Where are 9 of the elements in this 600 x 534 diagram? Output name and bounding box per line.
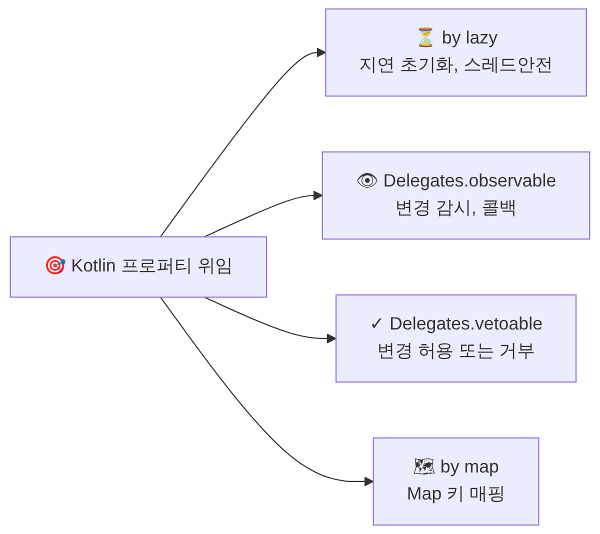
node-box: 🗺 by map Map 키 매핑 [372, 437, 540, 526]
node-box: ✓ Delegates.vetoable 변경 허용 또는 거부 [335, 294, 577, 383]
arrow [160, 296, 374, 486]
node-box: 👁 Delegates.observable 변경 감시, 콜백 [322, 151, 590, 240]
node-box: 🎯 Kotlin 프로퍼티 위임 [10, 236, 268, 298]
node-box: ⏳ by lazy 지연 초기화, 스레드안전 [325, 8, 587, 97]
arrow [204, 190, 323, 238]
arrow [160, 48, 326, 238]
arrow [204, 296, 336, 344]
